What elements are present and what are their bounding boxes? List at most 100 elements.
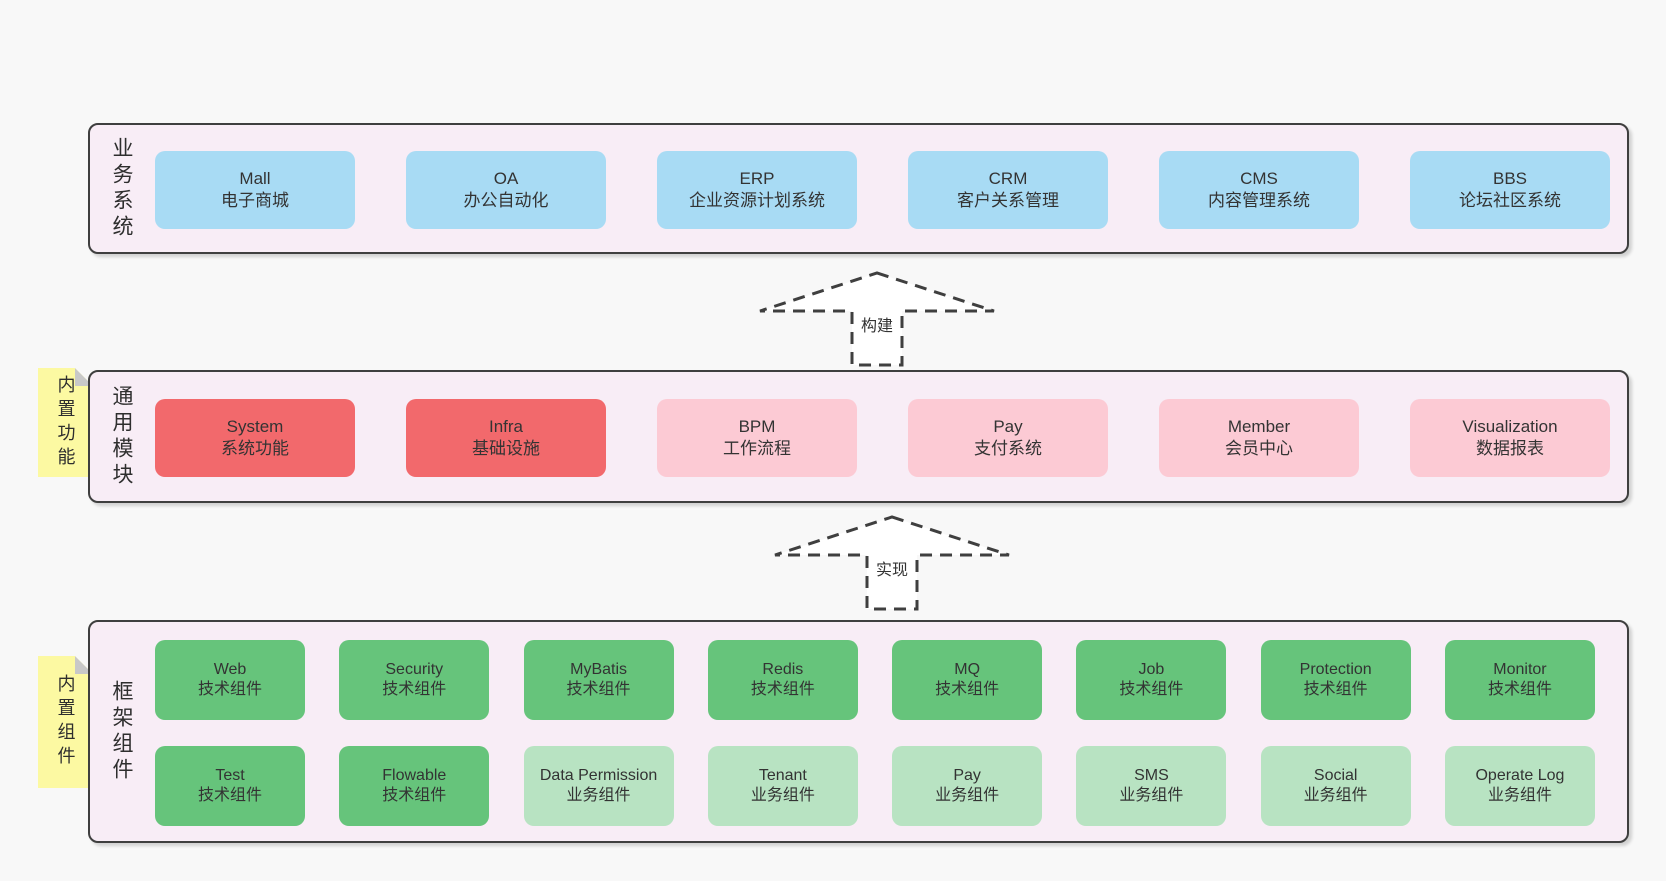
box-subtitle: 支付系统 [974, 439, 1042, 458]
box-social: Social 业务组件 [1260, 746, 1411, 826]
box-title: Test [215, 767, 245, 784]
box-title: Mall [239, 168, 271, 188]
box-mybatis: MyBatis 技术组件 [523, 640, 674, 720]
box-title: Pay [993, 416, 1023, 436]
box-title: Redis [762, 661, 804, 678]
box-subtitle: 论坛社区系统 [1459, 191, 1561, 210]
box-title: OA [493, 168, 519, 188]
box-title: BPM [738, 416, 776, 436]
box-title: CRM [988, 168, 1028, 188]
box-title: Flowable [382, 767, 447, 784]
box-system: System 系统功能 [155, 399, 355, 477]
box-subtitle: 办公自动化 [463, 191, 549, 210]
box-title: Social [1313, 767, 1358, 784]
dashed-up-arrow-build: 构建 [757, 270, 997, 368]
box-subtitle: 业务组件 [1119, 787, 1184, 804]
box-pay: Pay 支付系统 [908, 399, 1108, 477]
box-visualization: Visualization 数据报表 [1410, 399, 1610, 477]
box-subtitle: 系统功能 [221, 439, 289, 458]
box-title: Security [385, 661, 444, 678]
layer-common-modules: 通用模块 System 系统功能 Infra 基础设施 BPM 工作流程 Pay 支付系统 Me… [88, 370, 1629, 503]
box-subtitle: 技术组件 [382, 787, 447, 804]
box-title: System [226, 416, 284, 436]
box-subtitle: 内容管理系统 [1208, 191, 1310, 210]
box-subtitle: 会员中心 [1225, 439, 1293, 458]
box-title: ERP [739, 168, 775, 188]
box-subtitle: 业务组件 [750, 787, 815, 804]
arrow-label-build: 构建 [856, 312, 898, 336]
sticky-note-built-in-features: 内置功能 [38, 368, 93, 477]
box-subtitle: 业务组件 [566, 787, 631, 804]
box-subtitle: 技术组件 [1303, 681, 1368, 698]
box-mall: Mall 电子商城 [155, 151, 355, 229]
box-bbs: BBS 论坛社区系统 [1410, 151, 1610, 229]
box-subtitle: 技术组件 [197, 787, 262, 804]
box-subtitle: 数据报表 [1476, 439, 1544, 458]
box-subtitle: 业务组件 [935, 787, 1000, 804]
box-title: CMS [1240, 168, 1278, 188]
box-subtitle: 技术组件 [566, 681, 631, 698]
box-title: BBS [1492, 168, 1528, 188]
box-redis: Redis 技术组件 [707, 640, 858, 720]
box-job: Job 技术组件 [1076, 640, 1227, 720]
box-protection: Protection 技术组件 [1260, 640, 1411, 720]
box-title: Member [1227, 416, 1291, 436]
box-subtitle: 技术组件 [197, 681, 262, 698]
box-monitor: Monitor 技术组件 [1444, 640, 1595, 720]
layer-business-systems: 业务系统 Mall 电子商城 OA 办公自动化 ERP 企业资源计划系统 CRM 客户关系管理… [88, 123, 1629, 254]
box-title: Visualization [1462, 416, 1558, 436]
box-subtitle: 基础设施 [472, 439, 540, 458]
box-sms: SMS 业务组件 [1076, 746, 1227, 826]
box-title: MyBatis [570, 661, 628, 678]
box-subtitle: 电子商城 [221, 191, 289, 210]
box-title: Infra [488, 416, 524, 436]
box-infra: Infra 基础设施 [406, 399, 606, 477]
dashed-up-arrow-implement: 实现 [772, 514, 1012, 612]
box-test: Test 技术组件 [155, 746, 305, 826]
box-data-permission: Data Permission 业务组件 [523, 746, 674, 826]
common-modules-row: System 系统功能 Infra 基础设施 BPM 工作流程 Pay 支付系统 Member 会… [155, 399, 1610, 477]
layer-label-common-modules: 通用模块 [110, 384, 133, 489]
box-title: Tenant [758, 767, 807, 784]
box-title: Protection [1299, 661, 1372, 678]
box-title: Pay [953, 767, 981, 784]
box-mq: MQ 技术组件 [892, 640, 1043, 720]
box-subtitle: 工作流程 [723, 439, 791, 458]
sticky-note-label: 内置功能 [55, 374, 76, 471]
box-web: Web 技术组件 [155, 640, 305, 720]
layer-label-business-systems: 业务系统 [110, 136, 133, 241]
box-subtitle: 技术组件 [935, 681, 1000, 698]
box-cms: CMS 内容管理系统 [1159, 151, 1359, 229]
box-bpm: BPM 工作流程 [657, 399, 857, 477]
box-member: Member 会员中心 [1159, 399, 1359, 477]
sticky-note-label: 内置组件 [55, 674, 76, 770]
box-title: Job [1138, 661, 1165, 678]
box-title: Web [213, 661, 247, 678]
box-subtitle: 技术组件 [1487, 681, 1552, 698]
box-title: Monitor [1493, 661, 1547, 678]
sticky-note-built-in-components: 内置组件 [38, 656, 93, 788]
box-crm: CRM 客户关系管理 [908, 151, 1108, 229]
business-systems-row: Mall 电子商城 OA 办公自动化 ERP 企业资源计划系统 CRM 客户关系管理 CMS 内容… [155, 151, 1610, 229]
box-subtitle: 技术组件 [750, 681, 815, 698]
box-title: Data Permission [539, 767, 658, 784]
box-subtitle: 业务组件 [1487, 787, 1552, 804]
box-flowable: Flowable 技术组件 [339, 746, 490, 826]
box-subtitle: 客户关系管理 [957, 191, 1059, 210]
box-subtitle: 企业资源计划系统 [689, 191, 825, 210]
layer-label-framework-components: 框架组件 [110, 679, 133, 784]
box-tenant: Tenant 业务组件 [707, 746, 858, 826]
box-subtitle: 技术组件 [1119, 681, 1184, 698]
box-title: MQ [954, 661, 981, 678]
box-erp: ERP 企业资源计划系统 [657, 151, 857, 229]
box-subtitle: 业务组件 [1303, 787, 1368, 804]
box-pay: Pay 业务组件 [892, 746, 1043, 826]
box-title: SMS [1134, 767, 1169, 784]
